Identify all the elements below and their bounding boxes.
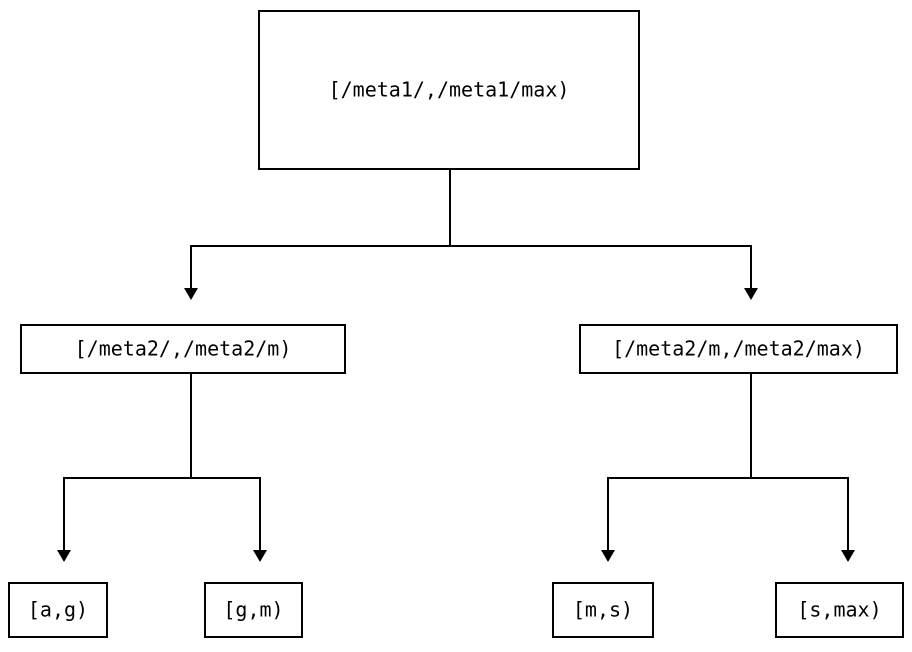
node-box[interactable] [20,324,346,374]
node-box[interactable] [8,582,108,638]
tree-edge [750,373,855,562]
tree-node-mid-left[interactable]: [/meta2/,/meta2/m) [20,324,346,374]
tree-edge [184,169,451,300]
edge-path [750,373,849,550]
node-label: [/meta2/m,/meta2/max) [612,337,865,361]
tree-edge [449,169,758,300]
node-label: [/meta1/,/meta1/max) [329,78,570,102]
tree-edge [601,373,752,562]
node-box[interactable] [579,324,898,374]
tree-node-leaf-gm[interactable]: [g,m) [204,582,303,638]
arrow-head-icon [601,550,615,562]
tree-edge [57,373,192,562]
tree-node-mid-right[interactable]: [/meta2/m,/meta2/max) [579,324,898,374]
tree-node-leaf-ag[interactable]: [a,g) [8,582,108,638]
edge-path [63,373,192,550]
arrow-head-icon [57,550,71,562]
arrow-head-icon [253,550,267,562]
node-label: [g,m) [223,598,283,622]
node-label: [a,g) [28,598,88,622]
tree-node-leaf-ms[interactable]: [m,s) [552,582,654,638]
tree-node-leaf-smax[interactable]: [s,max) [775,582,904,638]
node-label: [m,s) [573,598,633,622]
node-box[interactable] [775,582,904,638]
edge-path [449,169,752,288]
node-box[interactable] [204,582,303,638]
tree-edge [190,373,267,562]
tree-node-root[interactable]: [/meta1/,/meta1/max) [258,10,640,170]
edges-layer [57,169,855,562]
node-box[interactable] [258,10,640,170]
arrow-head-icon [744,288,758,300]
edge-path [190,373,261,550]
node-label: [/meta2/,/meta2/m) [75,337,292,361]
arrow-head-icon [841,550,855,562]
node-label: [s,max) [797,598,881,622]
node-box[interactable] [552,582,654,638]
edge-path [607,373,752,550]
edge-path [190,169,451,288]
arrow-head-icon [184,288,198,300]
nodes-layer: [/meta1/,/meta1/max) [/meta2/,/meta2/m) [/… [8,10,904,638]
